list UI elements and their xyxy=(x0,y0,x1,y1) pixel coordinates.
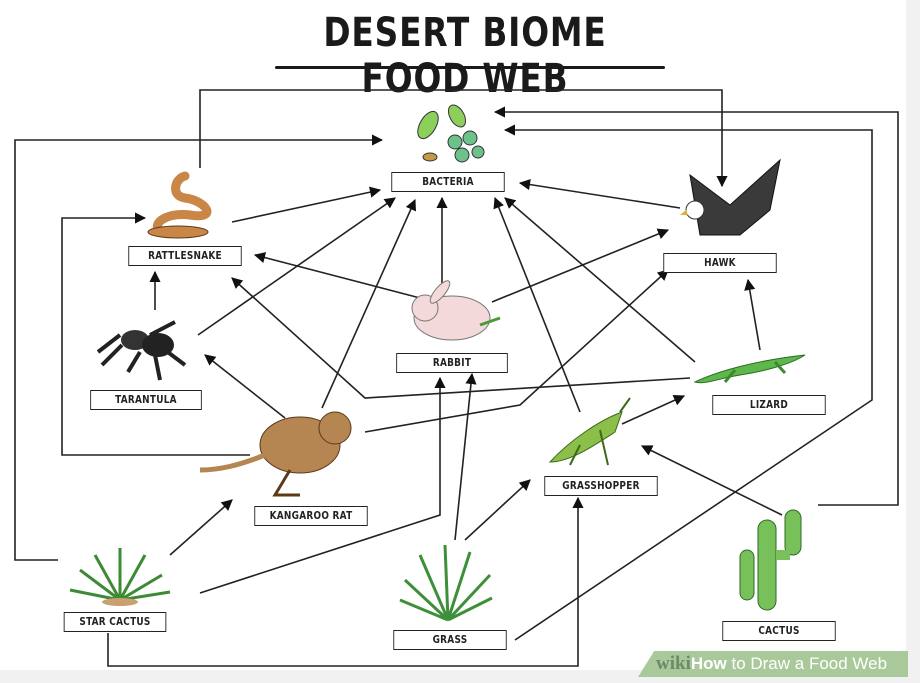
rabbit-icon xyxy=(411,280,501,341)
arrow-hawk-bacteria xyxy=(518,179,681,209)
watermark-caption: to Draw a Food Web xyxy=(726,654,888,673)
lizard-icon xyxy=(693,354,806,384)
arrow-lizard-rattlesnake xyxy=(231,277,691,399)
arrow-cactus-grasshopper xyxy=(640,445,783,516)
arrow-kangaroorat-hawk xyxy=(364,269,669,433)
kangaroo-rat-icon xyxy=(199,411,352,497)
arrow-rabbit-hawk xyxy=(491,228,670,303)
tarantula-icon xyxy=(96,320,187,381)
label-tarantula: TARANTULA xyxy=(90,390,202,410)
diagram-canvas: DESERT BIOME FOOD WEB xyxy=(0,0,906,670)
label-grass: GRASS xyxy=(393,630,507,650)
watermark-how: How xyxy=(690,654,727,673)
star-cactus-icon xyxy=(69,548,171,606)
arrows-layer xyxy=(14,89,899,667)
arrow-lizard-bacteria xyxy=(504,197,696,363)
arrow-cactus-bacteria xyxy=(493,106,899,506)
arrow-kangaroorat-tarantula xyxy=(204,354,286,419)
hawk-icon xyxy=(680,158,781,236)
arrow-starcactus-kangaroorat xyxy=(169,499,233,556)
rattlesnake-icon xyxy=(147,171,212,239)
grasshopper-icon xyxy=(548,397,631,466)
grass-icon xyxy=(399,544,493,622)
arrow-grass-grasshopper xyxy=(464,479,531,541)
arrow-rabbit-rattlesnake xyxy=(253,252,421,299)
arrow-kangaroorat-bacteria xyxy=(321,198,416,409)
arrow-grasshopper-bacteria xyxy=(493,196,581,413)
arrow-rattlesnake-hawk xyxy=(199,89,728,188)
wikihow-watermark: wikiHow to Draw a Food Web xyxy=(638,651,908,677)
label-cactus: CACTUS xyxy=(722,621,836,641)
label-bacteria: BACTERIA xyxy=(391,172,505,192)
label-lizard: LIZARD xyxy=(712,395,826,415)
arrow-lizard-hawk xyxy=(744,278,761,351)
arrow-starcactus-rabbit xyxy=(199,376,446,594)
arrow-grass-rabbit xyxy=(454,372,477,541)
arrow-rattlesnake-bacteria xyxy=(231,186,382,223)
arrow-kangaroorat-rattlesnake xyxy=(61,212,250,456)
label-grasshopper: GRASSHOPPER xyxy=(544,476,658,496)
label-hawk: HAWK xyxy=(663,253,777,273)
cactus-icon xyxy=(739,509,802,611)
label-rabbit: RABBIT xyxy=(396,353,508,373)
arrow-starcactus-grasshopper xyxy=(107,496,584,667)
arrow-grass-bacteria xyxy=(503,124,873,641)
watermark-brand: wiki xyxy=(656,653,691,674)
label-rattlesnake: RATTLESNAKE xyxy=(128,246,242,266)
bacteria-icon xyxy=(417,104,485,163)
label-kangaroo-rat: KANGAROO RAT xyxy=(254,506,368,526)
arrow-starcactus-bacteria xyxy=(14,134,384,561)
diagram-title: DESERT BIOME FOOD WEB xyxy=(323,10,607,102)
arrow-grasshopper-lizard xyxy=(621,395,686,425)
title-underline xyxy=(275,66,665,69)
label-star-cactus: STAR CACTUS xyxy=(63,612,167,632)
